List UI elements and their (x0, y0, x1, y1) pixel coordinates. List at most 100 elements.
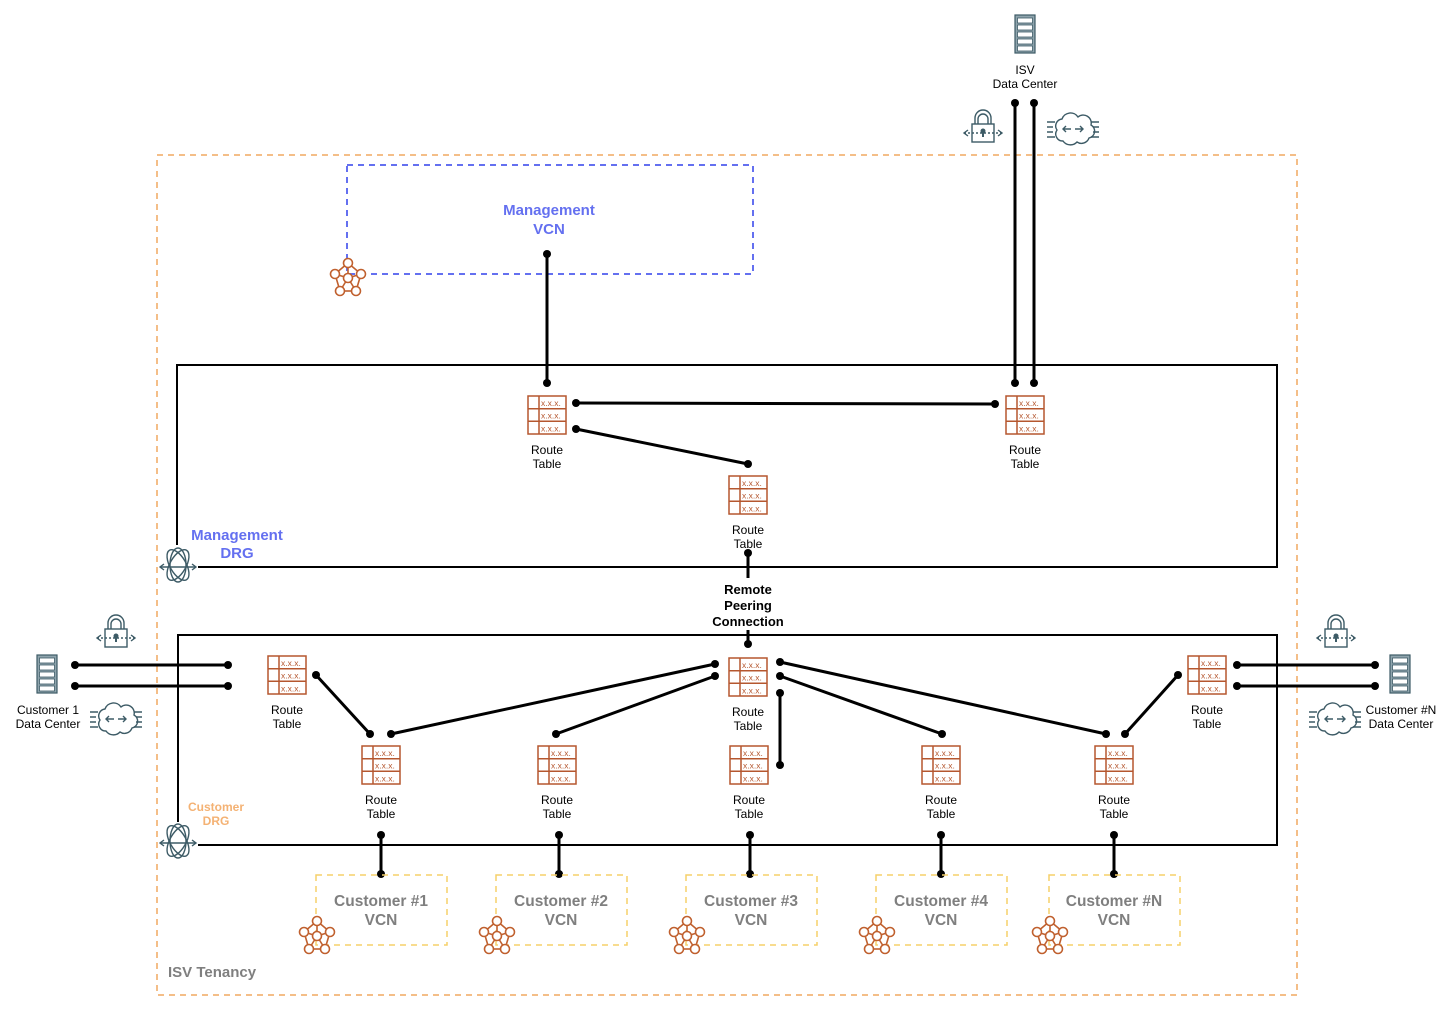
customer-vcn-label: Customer #4 (894, 893, 988, 910)
route-table-label: Route (1191, 703, 1223, 717)
vcn-icon (478, 915, 516, 955)
route-table-label: Route (925, 793, 957, 807)
route-table-cell: x.x.x. (935, 773, 955, 783)
route-table-cell: x.x.x. (375, 761, 395, 771)
route-table-label: Table (734, 719, 763, 733)
customer-drg-box[interactable] (177, 634, 1278, 846)
route-table-cell: x.x.x. (1108, 761, 1128, 771)
route-table-cell: x.x.x. (281, 671, 301, 681)
customer-vcn-label: VCN (1098, 912, 1131, 929)
server-icon (36, 654, 58, 694)
vpn-lock-icon (96, 614, 136, 648)
route-table-label: Route (1098, 793, 1130, 807)
route-table-cell: x.x.x. (551, 748, 571, 758)
route-table-cell: x.x.x. (742, 478, 762, 488)
customer-vcn[interactable]: Customer #N VCN (1031, 874, 1181, 955)
isv-dc-label: ISV (1015, 63, 1034, 77)
route-table-label: Table (367, 807, 396, 821)
route-table-label: Route (271, 703, 303, 717)
route-table-cell: x.x.x. (281, 683, 301, 693)
route-table-cell: x.x.x. (742, 685, 762, 695)
server-icon (1389, 654, 1411, 694)
management-vcn-boundary[interactable] (346, 164, 754, 275)
connection-endpoints (71, 99, 1379, 878)
route-table-label: Route (365, 793, 397, 807)
route-table-cell: x.x.x. (541, 398, 561, 408)
route-table-cell: x.x.x. (1201, 671, 1221, 681)
vcn-icon (1031, 915, 1069, 955)
vcn-icon (329, 257, 367, 297)
fastconnect-cloud-icon (1046, 112, 1100, 146)
customer-vcn[interactable]: Customer #3 VCN (668, 874, 818, 955)
rpc-label-3: Connection (712, 614, 784, 629)
route-table-label: Table (533, 457, 562, 471)
route-table-cell: x.x.x. (1019, 398, 1039, 408)
customer-vcn-label: Customer #N (1066, 893, 1162, 910)
route-table-cell: x.x.x. (375, 748, 395, 758)
route-table-cell: x.x.x. (541, 423, 561, 433)
isv-dc-label-2: Data Center (993, 77, 1058, 91)
vcn-icon (298, 915, 336, 955)
route-table-cell: x.x.x. (1201, 658, 1221, 668)
route-table-cell: x.x.x. (742, 660, 762, 670)
route-table-cell: x.x.x. (743, 748, 763, 758)
route-table-cell: x.x.x. (281, 658, 301, 668)
route-table-label: Route (732, 705, 764, 719)
customer-vcn-label: VCN (925, 912, 958, 929)
management-drg-box[interactable] (176, 364, 1278, 568)
management-drg-label-2: DRG (220, 545, 253, 562)
vpn-lock-icon (1316, 614, 1356, 648)
vpn-lock-icon (963, 109, 1003, 143)
rpc-label-2: Peering (724, 598, 772, 613)
customer-vcn-boundary (685, 874, 818, 946)
customer-vcn-label: Customer #1 (334, 893, 428, 910)
customerN-dc-label-2: Data Center (1369, 717, 1434, 731)
route-table-label: Table (927, 807, 956, 821)
customer-vcn[interactable]: Customer #4 VCN (858, 874, 1008, 955)
route-table-cell: x.x.x. (742, 491, 762, 501)
route-table-cell: x.x.x. (742, 673, 762, 683)
customer-vcn-label: VCN (365, 912, 398, 929)
rpc-label: Remote (724, 582, 772, 597)
route-table-label: Table (543, 807, 572, 821)
route-table-cell: x.x.x. (1108, 773, 1128, 783)
customer1-dc-label-2: Data Center (16, 717, 81, 731)
route-table-cell: x.x.x. (551, 761, 571, 771)
route-table-cell: x.x.x. (1108, 748, 1128, 758)
route-table-cell: x.x.x. (375, 773, 395, 783)
customer-vcn-boundary (495, 874, 628, 946)
management-vcn-label: Management (503, 202, 595, 219)
connections (75, 103, 1375, 874)
route-table-cell: x.x.x. (742, 503, 762, 513)
customer-vcn-boundary (875, 874, 1008, 946)
isv-tenancy-boundary (156, 154, 1298, 996)
customerN-dc-label: Customer #N (1366, 703, 1437, 717)
vcn-icon (668, 915, 706, 955)
customer-vcn-label: Customer #3 (704, 893, 798, 910)
management-drg-label: Management (191, 527, 283, 544)
route-table-label: Table (273, 717, 302, 731)
server-icon (1014, 14, 1036, 54)
route-table-label: Table (734, 537, 763, 551)
route-table-cell: x.x.x. (1019, 411, 1039, 421)
route-table-cell: x.x.x. (935, 748, 955, 758)
customer-vcn[interactable]: Customer #1 VCN (298, 874, 448, 955)
customer-drg-label: Customer (188, 800, 244, 814)
customer-vcn-label: VCN (735, 912, 768, 929)
route-table-label: Route (733, 793, 765, 807)
customer-vcn-boundary (315, 874, 448, 946)
fastconnect-cloud-icon (1308, 702, 1362, 736)
